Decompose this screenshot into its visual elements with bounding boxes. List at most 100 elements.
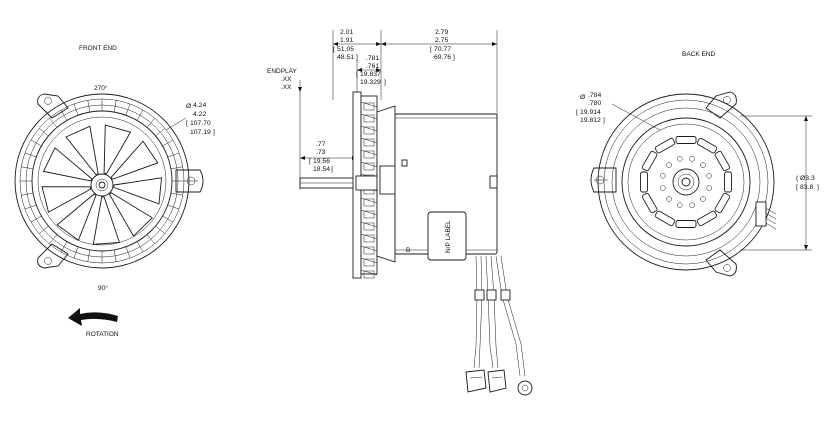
dim-b-mm-upper: 19.837 (360, 71, 381, 78)
rivet (700, 196, 706, 202)
cage-slot (363, 126, 375, 135)
cage-bar (162, 139, 174, 147)
front-dia-symbol: Ø (186, 103, 192, 110)
cage-bar (73, 103, 79, 116)
cage-bar (170, 192, 183, 196)
cage-rib (360, 113, 378, 120)
dim-e-mm-lower: 19.812 (580, 117, 601, 124)
svg-text:]: ] (817, 184, 819, 191)
vent-slot (654, 210, 676, 227)
cage-bar (87, 100, 91, 113)
cage-rib (360, 269, 378, 276)
cage-bar (167, 204, 180, 210)
cage-bar (39, 225, 49, 234)
cage-bar (21, 166, 34, 170)
back-lead-exit (755, 201, 777, 230)
dim-e-upper: .784 (588, 92, 601, 99)
np-label-plate (427, 211, 467, 261)
cage-slot (363, 102, 375, 111)
dim-c-mm-upper: 70.77 (434, 46, 451, 53)
front-dia-upper: 4.24 (193, 102, 206, 109)
svg-text:[: [ (333, 46, 335, 53)
cage-bar (170, 166, 183, 170)
cage-rib (360, 233, 378, 240)
rivet (706, 173, 712, 179)
cage-slot (363, 234, 375, 243)
cage-bar (162, 215, 174, 223)
rivet (666, 196, 672, 202)
vent-slot (654, 137, 676, 154)
front-dia-mm-upper: 107.70 (190, 120, 211, 127)
cage-bar (24, 204, 37, 210)
cage-bar (167, 152, 180, 158)
back-end-title: BACK END (682, 51, 716, 58)
cage-slot (363, 114, 375, 123)
svg-text:[: [ (356, 71, 358, 78)
cage-bar (30, 215, 42, 223)
dim-d-mm-lower: 18.54 (313, 166, 330, 173)
svg-text:[: [ (309, 158, 311, 165)
cage-slot (363, 222, 375, 231)
side-view: ENDPLAY .XX .XX 2.01 1.91 [ 51.05 48.51 … (267, 29, 533, 396)
cage-bar (24, 152, 37, 158)
rivet (689, 202, 695, 208)
cage-slot (363, 150, 375, 159)
svg-text:[: [ (186, 120, 188, 127)
cage-slot (363, 162, 375, 171)
svg-text:[: [ (796, 184, 798, 191)
rotation-arrow-icon (68, 308, 118, 326)
cage-rib (360, 149, 378, 156)
cage-rib (360, 197, 378, 204)
dim-c-upper: 2.79 (435, 29, 448, 36)
cage-rib (360, 209, 378, 216)
fan-blade (65, 125, 99, 176)
svg-text:(: ( (796, 175, 799, 182)
cage-bar (87, 249, 91, 262)
dim-a-upper: 2.01 (340, 29, 353, 36)
cage-bar (21, 192, 34, 196)
dim-f: Ø3.3 (800, 175, 815, 182)
svg-text:[: [ (430, 46, 432, 53)
cage-bar (136, 109, 144, 121)
fan-blade (92, 196, 121, 245)
cage-bar (113, 100, 117, 113)
cage-slot (363, 258, 375, 267)
wire-ring-terminal (517, 380, 533, 396)
fan-blade (110, 140, 159, 180)
vent-slot (675, 220, 697, 228)
cage-bar (30, 139, 42, 147)
dim-d-upper: .77 (316, 141, 326, 148)
cage-bar (155, 128, 165, 137)
rotation-label: ROTATION (86, 331, 119, 338)
vent-slot (696, 210, 718, 227)
cage-bar (39, 128, 49, 137)
fan-blade (103, 124, 132, 175)
svg-text:]: ] (213, 129, 215, 136)
cage-bar (125, 246, 131, 259)
rivet (706, 185, 712, 191)
cage-slot (363, 270, 375, 279)
svg-text:]: ] (356, 54, 358, 61)
front-dia-mm-lower: 107.19 (190, 129, 211, 136)
cage-rib (360, 221, 378, 228)
fan-blade (108, 192, 153, 237)
rivet (700, 162, 706, 168)
cage-bar (49, 234, 58, 244)
endplay-value-1: .XX (281, 76, 292, 83)
rivet (689, 156, 695, 162)
np-label-text: N/P LABEL (445, 220, 452, 253)
rivet (660, 185, 666, 191)
rivet (677, 156, 683, 162)
dim-d-lower: .73 (316, 149, 326, 156)
cage-bar (146, 118, 155, 128)
rivet (677, 202, 683, 208)
cage-rib (360, 161, 378, 168)
fan-blade (42, 147, 93, 182)
front-end-view: FRONT END 270° 90° (14, 45, 215, 338)
cage-bar (60, 241, 68, 253)
front-dia-lower: 4.22 (193, 111, 206, 118)
rivet (666, 162, 672, 168)
front-end-title: FRONT END (79, 45, 117, 52)
svg-text:]: ] (603, 117, 605, 124)
